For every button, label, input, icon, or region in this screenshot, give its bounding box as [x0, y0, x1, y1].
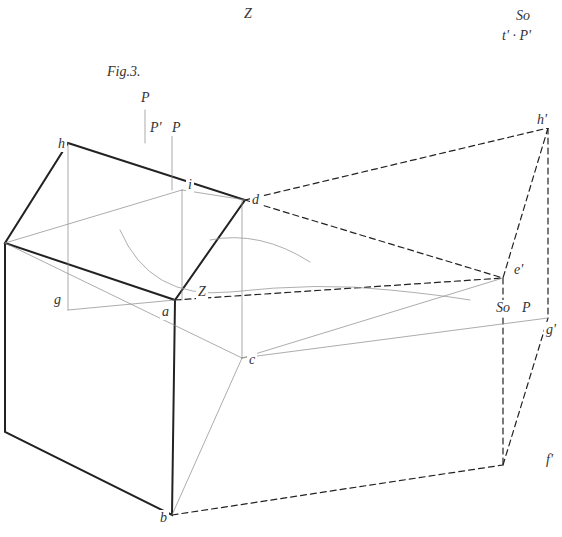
point-label: Fig.3. — [105, 64, 142, 80]
arc — [120, 230, 470, 300]
point-label: c — [247, 352, 257, 368]
point-label: i — [186, 177, 194, 193]
point-label: Z — [196, 284, 208, 300]
point-label: Z — [242, 6, 254, 22]
arc — [210, 238, 310, 262]
point-label: P — [139, 90, 152, 106]
point-label: h' — [535, 112, 549, 128]
point-label: P' — [148, 120, 164, 136]
point-label: h — [56, 136, 67, 152]
point-label: t' · P' — [500, 28, 533, 44]
point-label: P — [520, 300, 533, 316]
point-label: f' — [544, 452, 555, 468]
point-label: d — [250, 192, 261, 208]
point-label: a — [160, 304, 171, 320]
shadow-lines — [172, 128, 548, 515]
point-label: g — [52, 292, 63, 308]
point-label: e' — [512, 262, 525, 278]
point-label: b — [158, 510, 169, 526]
point-label: P — [170, 120, 183, 136]
point-label: So — [494, 300, 512, 316]
body-edges — [5, 243, 175, 515]
point-label: g' — [544, 322, 558, 338]
point-label: So — [514, 8, 532, 24]
construction-lines — [5, 110, 548, 515]
top-face — [5, 143, 245, 300]
